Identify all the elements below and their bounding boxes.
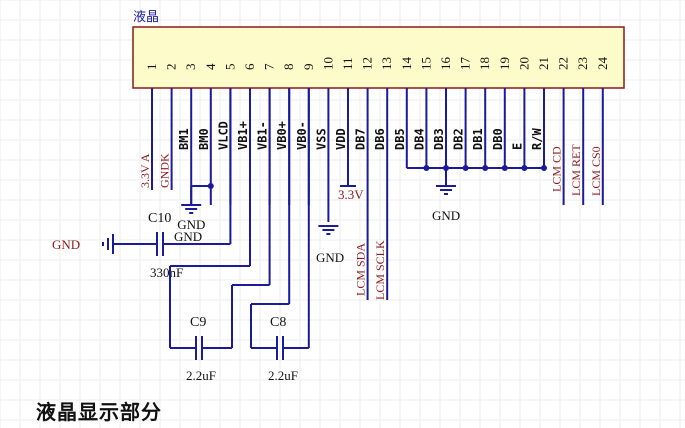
sclk-net-label: LCM SCLK [373, 240, 387, 300]
pin-name-label: R/W [530, 128, 544, 150]
c9-ref: C9 [190, 315, 206, 330]
junction-dot [462, 165, 469, 171]
cs0-net-label: LCM CS0 [589, 146, 603, 196]
pin-number: 18 [477, 57, 492, 70]
ret-net-label: LCM RET [569, 144, 583, 196]
pin-number: 4 [203, 63, 218, 70]
pin-number: 19 [497, 57, 512, 70]
c8-ref: C8 [270, 315, 286, 330]
lcd-component-body [132, 26, 625, 89]
net-label: 3.3V A [138, 153, 152, 188]
pin-number: 10 [320, 57, 335, 70]
pin-name-label: DB0 [491, 128, 505, 150]
pin-number: 1 [144, 64, 159, 71]
pin-name-label: VB0+ [275, 121, 289, 150]
pin-name-label: DB1 [471, 128, 485, 150]
junction-dot [541, 165, 547, 171]
c10-ref: C10 [148, 211, 171, 226]
pin-number: 16 [438, 57, 453, 71]
pin-number: 11 [340, 57, 355, 70]
bus-ground-label: GND [432, 208, 460, 223]
net-label: GNDK [158, 153, 172, 188]
pin-name-label: DB5 [393, 128, 407, 150]
c10-ground-label: GND [174, 229, 202, 244]
junction-dot [207, 183, 214, 189]
pin-name-label: BM0 [197, 128, 211, 150]
cd-net-label: LCM CD [550, 146, 564, 192]
pin-number: 24 [595, 57, 610, 71]
pin-name-label: DB2 [452, 128, 466, 150]
pin-name-label: VB0- [295, 121, 309, 150]
pin-number: 3 [183, 64, 198, 71]
c10-value: 330nF [150, 265, 183, 280]
junction-dot [423, 165, 430, 171]
pin-number: 21 [536, 57, 551, 70]
pin-name-label: E [510, 143, 524, 150]
junction-dot [521, 165, 528, 171]
vss-ground-label: GND [316, 250, 344, 265]
pin-name-label: DB6 [373, 128, 387, 150]
pin-name-label: VB1+ [236, 121, 250, 150]
pin-name-label: DB7 [354, 128, 368, 150]
junction-dot [501, 165, 508, 171]
vdd-net-label: 3.3V [338, 187, 364, 202]
pin-number: 17 [458, 57, 473, 71]
c8-value: 2.2uF [268, 368, 298, 383]
pin-name-label: VB1- [256, 121, 270, 150]
pin-number: 9 [301, 64, 316, 71]
pin-number: 7 [262, 63, 277, 70]
sda-net-label: LCM SDA [354, 243, 368, 296]
pin-number: 12 [360, 57, 375, 70]
component-title: 液晶 [133, 10, 160, 25]
pin-number: 13 [379, 57, 394, 70]
pin-number: 22 [556, 57, 571, 70]
pin-name-label: DB4 [412, 128, 426, 150]
pin-number: 20 [516, 57, 531, 70]
pin-number: 2 [164, 64, 179, 71]
pin-name-label: DB3 [432, 128, 446, 150]
pin-number: 23 [575, 57, 590, 70]
pin-name-label: VLCD [216, 121, 230, 150]
pin-number: 6 [242, 63, 257, 70]
pin-number: 14 [399, 57, 414, 71]
pin-name-label: VDD [334, 128, 348, 150]
pin-name-label: VSS [314, 128, 328, 150]
pin-number: 8 [281, 64, 296, 71]
pin-number: 5 [222, 64, 237, 71]
c9-value: 2.2uF [186, 368, 216, 383]
diagram-caption: 液晶显示部分 [36, 400, 162, 424]
pin-number: 15 [418, 57, 433, 70]
pin-name-label: BM1 [177, 128, 191, 150]
left-ground-label: GND [52, 237, 80, 252]
junction-dot [482, 165, 489, 171]
ground-label: GND [177, 217, 205, 232]
